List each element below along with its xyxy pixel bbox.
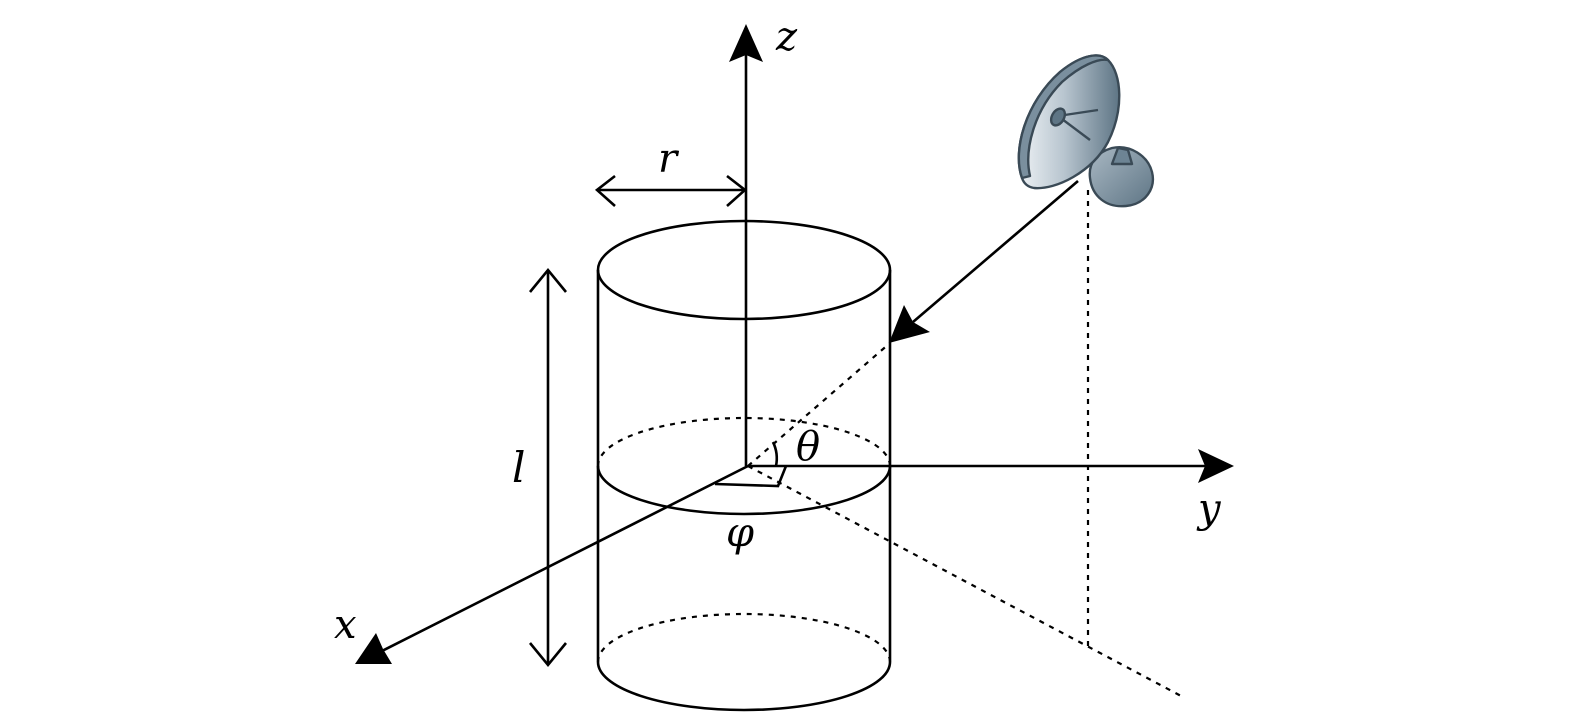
angle-markers	[714, 441, 788, 488]
dish-feed-horn	[1049, 107, 1067, 127]
y-axis-label: y	[1196, 486, 1222, 532]
z-axis-label: z	[775, 14, 798, 60]
x-axis-label: x	[334, 602, 357, 648]
theta-label: θ	[796, 424, 820, 470]
incident-wave-arrowhead	[889, 305, 930, 343]
incident-wave-arrow	[889, 180, 1079, 343]
labels: z y x r l θ φ	[334, 14, 1222, 648]
axes	[355, 24, 1234, 664]
radius-right-tip	[726, 174, 748, 207]
incident-projection-line	[747, 342, 891, 467]
x-axis-line	[379, 464, 749, 654]
middle-ellipse-back	[596, 416, 892, 467]
bottom-ellipse-front	[596, 661, 892, 712]
z-axis-arrowhead	[729, 24, 763, 62]
radius-left-tip	[594, 174, 616, 207]
x-axis-arrowhead	[355, 633, 392, 664]
length-top-tip	[528, 267, 568, 293]
dotted-guides	[596, 190, 1184, 698]
length-label: l	[512, 443, 525, 492]
dimension-arrows	[528, 174, 748, 668]
theta-arc	[771, 441, 778, 467]
incident-wave-line	[912, 180, 1079, 323]
satellite-dish-icon	[1017, 54, 1155, 208]
azimuth-projection-line	[747, 465, 1184, 698]
radius-label: r	[658, 136, 680, 182]
bottom-ellipse-back	[596, 612, 892, 663]
cylinder	[596, 219, 892, 712]
middle-ellipse-front	[596, 465, 892, 516]
length-bottom-tip	[528, 642, 568, 668]
phi-arc	[714, 465, 788, 488]
y-axis-arrowhead	[1198, 449, 1234, 483]
cylinder-top-ellipse	[596, 219, 892, 321]
dish-rim	[1017, 54, 1110, 180]
phi-label: φ	[726, 510, 754, 556]
dish-mount-knob	[1110, 146, 1134, 166]
